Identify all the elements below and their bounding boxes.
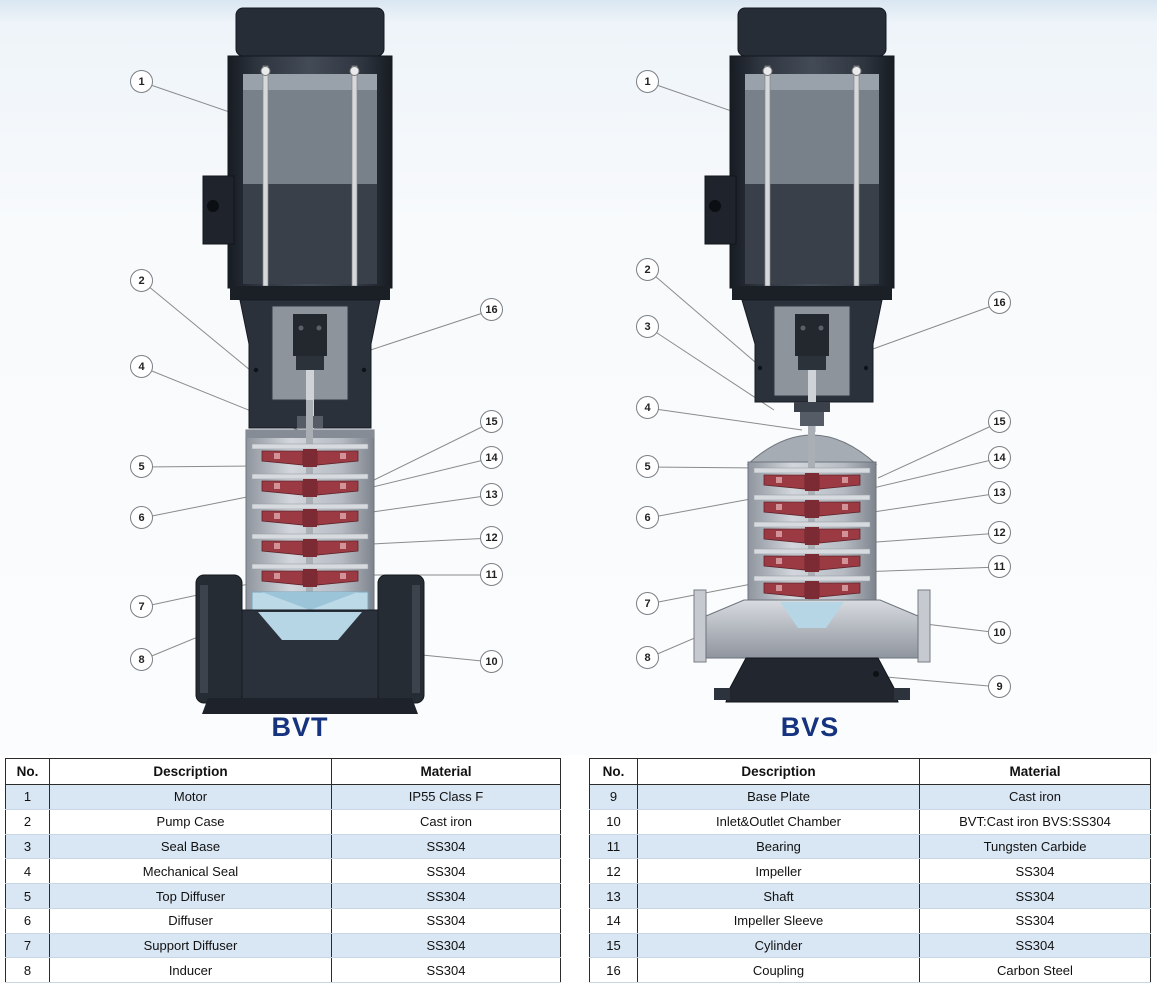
table-row: 6 Diffuser SS304 [5,908,561,934]
callout-bvs-16: 16 [988,291,1011,314]
callout-bvs-13: 13 [988,481,1011,504]
callout-bvs-9: 9 [988,675,1011,698]
callout-bvs-2: 2 [636,258,659,281]
callout-bvt-2: 2 [130,269,153,292]
callout-bvt-13: 13 [480,483,503,506]
callout-bvt-16: 16 [480,298,503,321]
callout-bvs-6: 6 [636,506,659,529]
table-header-row: No. Description Material [589,758,1151,785]
table-row: 5 Top Diffuser SS304 [5,883,561,909]
pump-illustrations [141,7,1001,714]
pump-label-bvt: BVT [271,712,329,742]
callout-bvs-12: 12 [988,521,1011,544]
col-header-no: No. [589,758,638,785]
callout-bvt-8: 8 [130,648,153,671]
col-header-material: Material [331,758,561,785]
parts-table-left: No. Description Material 1 Motor IP55 Cl… [5,758,561,984]
table-header-row: No. Description Material [5,758,561,785]
diagram-panel: 1 2 4 5 6 7 8 16 15 14 13 12 11 10 1 2 3… [0,0,1157,755]
bvs-pump-drawing [693,7,931,703]
callout-bvs-1: 1 [636,70,659,93]
callout-bvt-5: 5 [130,455,153,478]
callout-bvs-15: 15 [988,410,1011,433]
callout-bvs-4: 4 [636,396,659,419]
table-row: 14 Impeller Sleeve SS304 [589,908,1151,934]
callout-bvt-11: 11 [480,563,503,586]
callout-bvt-7: 7 [130,595,153,618]
col-header-description: Description [637,758,920,785]
table-row: 10 Inlet&Outlet Chamber BVT:Cast iron BV… [589,809,1151,835]
callout-bvt-12: 12 [480,526,503,549]
bvt-pump-drawing [195,7,425,714]
callout-bvt-14: 14 [480,446,503,469]
table-row: 7 Support Diffuser SS304 [5,933,561,959]
callout-bvs-14: 14 [988,446,1011,469]
table-row: 2 Pump Case Cast iron [5,809,561,835]
callout-bvt-6: 6 [130,506,153,529]
callout-bvs-10: 10 [988,621,1011,644]
parts-table-right: No. Description Material 9 Base Plate Ca… [589,758,1151,984]
table-row: 12 Impeller SS304 [589,858,1151,885]
callout-bvs-11: 11 [988,555,1011,578]
callout-bvt-1: 1 [130,70,153,93]
pump-label-bvs: BVS [780,712,840,742]
callout-bvs-8: 8 [636,646,659,669]
col-header-material: Material [919,758,1151,785]
table-row: 16 Coupling Carbon Steel [589,957,1151,984]
table-row: 3 Seal Base SS304 [5,834,561,860]
col-header-description: Description [49,758,332,785]
col-header-no: No. [5,758,50,785]
table-row: 13 Shaft SS304 [589,883,1151,909]
callout-bvt-15: 15 [480,410,503,433]
table-row: 11 Bearing Tungsten Carbide [589,834,1151,860]
table-row: 1 Motor IP55 Class F [5,784,561,810]
table-row: 8 Inducer SS304 [5,957,561,984]
table-row: 9 Base Plate Cast iron [589,784,1151,810]
table-row: 4 Mechanical Seal SS304 [5,858,561,885]
callout-bvt-10: 10 [480,650,503,673]
callout-bvs-5: 5 [636,455,659,478]
callout-bvs-3: 3 [636,315,659,338]
callout-bvt-4: 4 [130,355,153,378]
table-row: 15 Cylinder SS304 [589,933,1151,959]
callout-bvs-7: 7 [636,592,659,615]
